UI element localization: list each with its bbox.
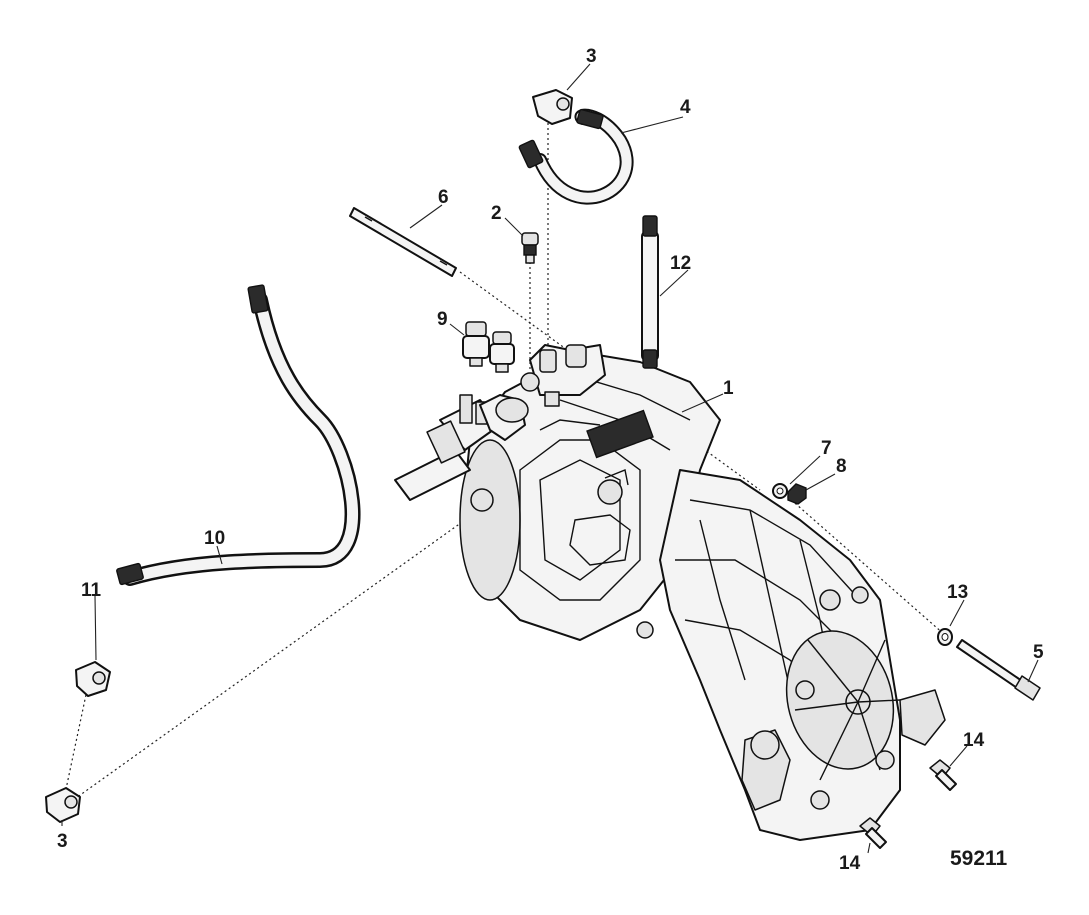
callout-7: 7: [821, 438, 832, 459]
part-9-pressure-switches: [462, 321, 515, 373]
callout-labels: 1 2 3 3 4 5 6 7 8 9 10 11 12 13 14 14 59…: [57, 46, 1044, 874]
callout-4: 4: [680, 97, 691, 118]
figure-number: 59211: [950, 847, 1008, 870]
part-14-bolt-bottom: [859, 817, 887, 849]
valve-block: [520, 344, 606, 407]
leader-lines: [61, 63, 1039, 854]
callout-8: 8: [836, 456, 847, 477]
part-12-straight-hose: [641, 215, 659, 369]
callout-3-top: 3: [586, 46, 597, 67]
callout-2: 2: [491, 203, 502, 224]
callout-6: 6: [438, 187, 449, 208]
callout-12: 12: [670, 253, 691, 274]
part-14-bolt-right: [929, 759, 957, 791]
transmission-housing: [459, 351, 946, 841]
callout-10: 10: [204, 528, 225, 549]
part-3-elbow-bottom: [45, 787, 81, 823]
part-6-stud: [349, 207, 457, 277]
callout-13: 13: [947, 582, 968, 603]
part-13-washer: [937, 628, 953, 646]
part-3-elbow-top: [532, 89, 573, 125]
callout-5: 5: [1033, 642, 1044, 663]
part-2-sensor: [521, 232, 539, 264]
part-5-bolt: [956, 639, 1041, 701]
part-4-u-hose: [518, 108, 634, 205]
part-7-washer: [772, 483, 788, 499]
callout-1: 1: [723, 378, 734, 399]
part-10-long-hose: [116, 284, 361, 586]
callout-14-right: 14: [963, 730, 985, 751]
callout-11: 11: [81, 580, 102, 601]
part-8-nut: [787, 483, 807, 505]
shift-actuator: [394, 394, 529, 501]
part-11-elbow: [75, 661, 111, 697]
callout-14-bottom: 14: [839, 853, 861, 874]
callout-9: 9: [437, 309, 448, 330]
callout-3-bottom: 3: [57, 831, 68, 852]
